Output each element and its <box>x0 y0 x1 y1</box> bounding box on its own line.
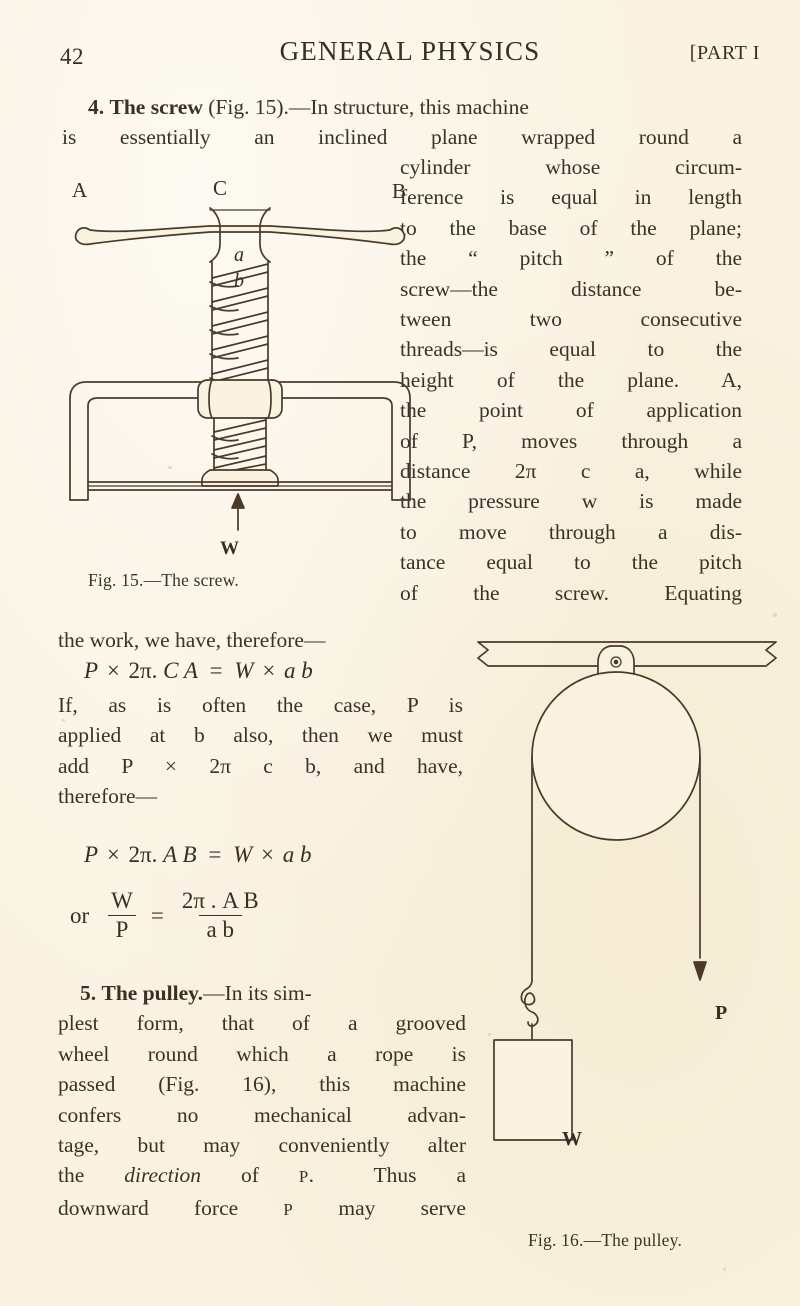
left-column-middle-prose: If, as is often the case, P is applied a… <box>58 690 463 812</box>
text-line: confers no mechanical advan- <box>58 1102 466 1127</box>
equation-one: P × 2π. C A = W × a b <box>84 658 313 684</box>
text-line: therefore— <box>58 784 158 809</box>
eq2-w: W <box>233 842 253 867</box>
text-line: If, as is often the case, P is <box>58 693 463 717</box>
eq1-w: W <box>234 658 254 683</box>
right-text-column: cylinder whose circum- ference is equal … <box>400 152 742 608</box>
eq3-denominator-p: P <box>107 915 137 943</box>
pulley-section-paragraph: 5. The pulley.—In its sim- plest form, t… <box>58 978 466 1225</box>
eq1-equals: = <box>209 658 223 683</box>
text-line: to the base of the plane; <box>400 215 742 240</box>
section-heading-line: 4. The screw (Fig. 15).—In structure, th… <box>62 92 742 122</box>
eq1-p: P <box>84 658 99 683</box>
figure-label-p: P <box>715 1002 728 1024</box>
text-line: distance 2π c a, while <box>400 459 742 484</box>
part-label: [PART I <box>689 42 760 64</box>
inline-label-p: P <box>298 1167 309 1187</box>
text-line: tween two consecutive <box>400 307 742 332</box>
text-line: to move through a dis- <box>400 519 742 544</box>
eq1-times: × <box>106 658 120 683</box>
text-line: the “ pitch ” of the <box>400 246 742 271</box>
figure-label-b: B <box>392 179 407 203</box>
screw-press-drawing <box>69 207 411 531</box>
eq2-equals: = <box>208 842 222 867</box>
paper-speck <box>62 719 65 722</box>
figure-16-caption: Fig. 16.—The pulley. <box>528 1230 683 1250</box>
figure-label-w: W <box>220 538 239 559</box>
equation-three: or W P = 2π . A B a b <box>70 888 271 943</box>
eq3-numerator-expr: 2π . A B <box>181 888 259 913</box>
opening-line-2: is essentially an inclined plane wrapped… <box>62 125 742 150</box>
eq3-denominator-expr: a b <box>198 915 242 943</box>
text-line: the point of application <box>400 398 742 423</box>
left-text-column: the work, we have, therefore— <box>58 625 463 655</box>
paper-speck <box>318 40 321 43</box>
text-line: height of the plane. A, <box>400 367 742 392</box>
text-line: downward force P may serve <box>58 1195 466 1220</box>
text-line: applied at b also, then we must <box>58 723 463 748</box>
folio-number: 42 <box>60 44 84 69</box>
paper-speck <box>773 613 777 617</box>
eq3-left-fraction: W P <box>103 888 141 943</box>
figure-label-c: C <box>213 176 228 200</box>
text-line: the pressure w is made <box>400 489 742 514</box>
section-opening-paragraph: 4. The screw (Fig. 15).—In structure, th… <box>62 92 742 153</box>
section-fig-reference: (Fig. 15).—In structure, this machine <box>208 95 529 119</box>
section-number: 4. <box>88 95 105 119</box>
pulley-section-title: The pulley. <box>101 981 204 1005</box>
text-line: ference is equal in length <box>400 185 742 210</box>
text-line: wheel round which a rope is <box>58 1041 466 1066</box>
eq1-coefficient: 2π <box>128 658 152 683</box>
text-line: threads—is equal to the <box>400 337 742 362</box>
paper-speck <box>488 1033 491 1036</box>
page-header: 42 GENERAL PHYSICS [PART I <box>60 36 760 70</box>
inline-label-p-2: P <box>283 1199 294 1219</box>
text-line: passed (Fig. 16), this machine <box>58 1072 466 1097</box>
paper-speck <box>723 1268 726 1271</box>
eq3-or-word: or <box>70 902 90 928</box>
figure-screw-press: A C B a b W <box>60 176 420 562</box>
pulley-drawing <box>477 641 777 1141</box>
eq2-segment-ab-lower: a b <box>282 842 312 867</box>
text-line: screw—the distance be- <box>400 276 742 301</box>
eq3-right-fraction: 2π . A B a b <box>174 888 267 943</box>
text-line: add P × 2π c b, and have, <box>58 753 463 778</box>
eq1-segment-ca: C A <box>163 658 198 683</box>
pulley-heading-rest: —In its sim- <box>203 981 312 1005</box>
figure-label-w-weight: W <box>562 1128 582 1150</box>
figure-label-lower-b: b <box>234 270 244 292</box>
eq1-segment-ab: a b <box>284 658 313 683</box>
figure-15-caption: Fig. 15.—The screw. <box>88 570 239 590</box>
eq2-coefficient: 2π <box>128 842 152 867</box>
eq3-equals: = <box>150 902 164 928</box>
text-line: of the screw. Equating <box>400 580 742 605</box>
figure-label-a: A <box>72 178 88 202</box>
pulley-section-number: 5. <box>80 981 97 1005</box>
eq1-times-2: × <box>262 658 276 683</box>
paper-speck <box>168 466 172 469</box>
eq2-times: × <box>106 842 120 867</box>
text-line: of P, moves through a <box>400 428 742 453</box>
figure-pulley: P W <box>470 628 790 1218</box>
text-line: tance equal to the pitch <box>400 550 742 575</box>
running-head: GENERAL PHYSICS <box>279 36 541 66</box>
equation-two: P × 2π. A B = W × a b <box>84 842 312 868</box>
eq2-times-2: × <box>261 842 274 867</box>
eq2-dot: . <box>151 842 158 867</box>
eq1-dot: . <box>151 658 158 683</box>
text-line: the work, we have, therefore— <box>58 628 326 652</box>
text-line: tage, but may conveniently alter <box>58 1133 466 1158</box>
text-line-with-italic: the direction of P. Thus a <box>58 1163 466 1188</box>
section-title: The screw <box>109 95 203 119</box>
eq3-numerator-w: W <box>111 888 133 913</box>
eq2-segment-ab: A B <box>163 842 197 867</box>
text-line: cylinder whose circum- <box>400 155 742 179</box>
pulley-heading-line: 5. The pulley.—In its sim- <box>58 978 466 1008</box>
text-line: plest form, that of a grooved <box>58 1011 466 1036</box>
eq2-p: P <box>84 842 99 867</box>
figure-label-lower-a: a <box>234 244 244 266</box>
emphasis-direction: direction <box>124 1163 202 1188</box>
